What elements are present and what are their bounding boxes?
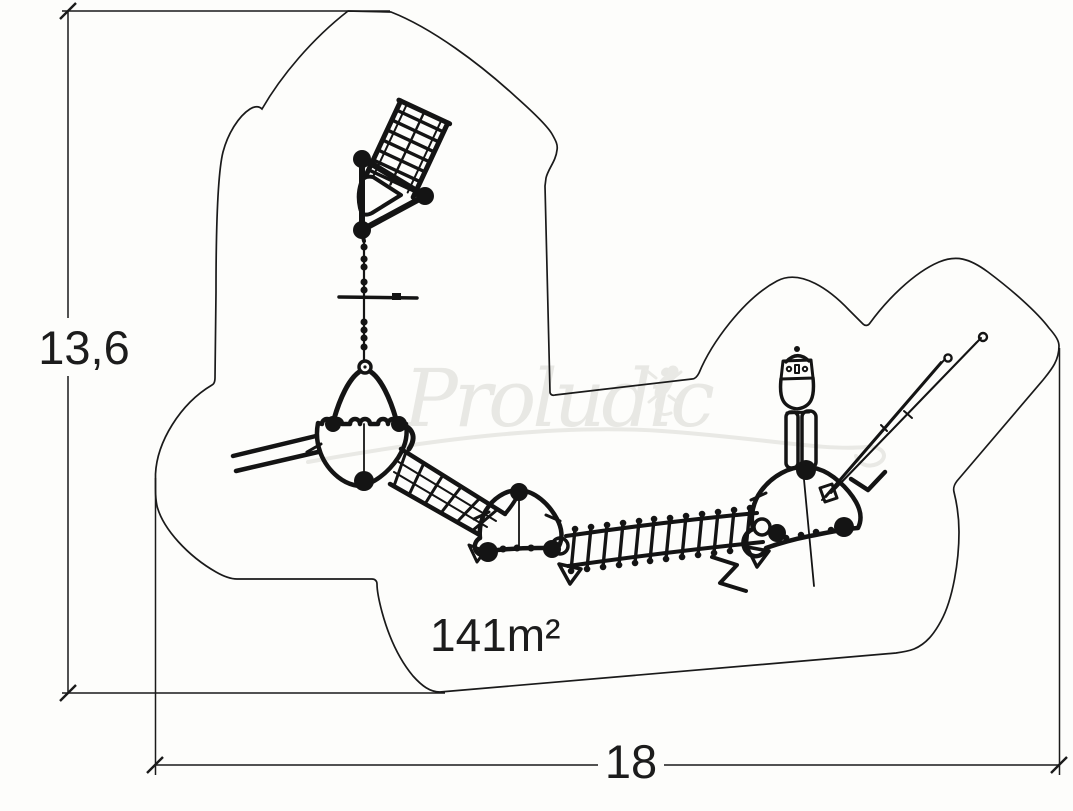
net-bridge — [387, 421, 520, 537]
safety-area-outline — [154, 10, 1060, 693]
gecko-icon — [644, 365, 683, 416]
dimension-width: 18 — [146, 348, 1068, 788]
climbing-ladder — [363, 97, 453, 200]
dimension-height: 13,6 — [38, 2, 445, 702]
watermark-swoosh — [306, 427, 886, 468]
height-dimension-label: 13,6 — [38, 321, 129, 374]
rope-clamp — [392, 293, 401, 300]
ground-anchor — [710, 555, 748, 593]
play-pod-right — [710, 460, 863, 593]
triangle-platform-top — [353, 150, 434, 239]
totem-figure — [778, 346, 818, 470]
dim-tick — [1050, 756, 1068, 774]
cross-bar — [337, 295, 419, 300]
dim-tick — [59, 684, 77, 702]
climbing-rope — [337, 231, 419, 375]
play-pod-left — [305, 369, 409, 491]
balance-beam — [230, 433, 321, 474]
rope-ring — [357, 359, 373, 375]
proludic-watermark: Proludic — [306, 352, 886, 468]
play-pod-middle — [467, 483, 564, 564]
area-label: 141m² — [430, 609, 560, 661]
pole-bracket — [848, 469, 888, 493]
pole-base-plate — [818, 482, 839, 504]
dim-tick — [146, 756, 164, 774]
slide-poles — [818, 331, 989, 504]
dim-tick — [59, 2, 77, 20]
rope-bridge — [550, 504, 772, 586]
width-dimension-label: 18 — [605, 735, 657, 788]
